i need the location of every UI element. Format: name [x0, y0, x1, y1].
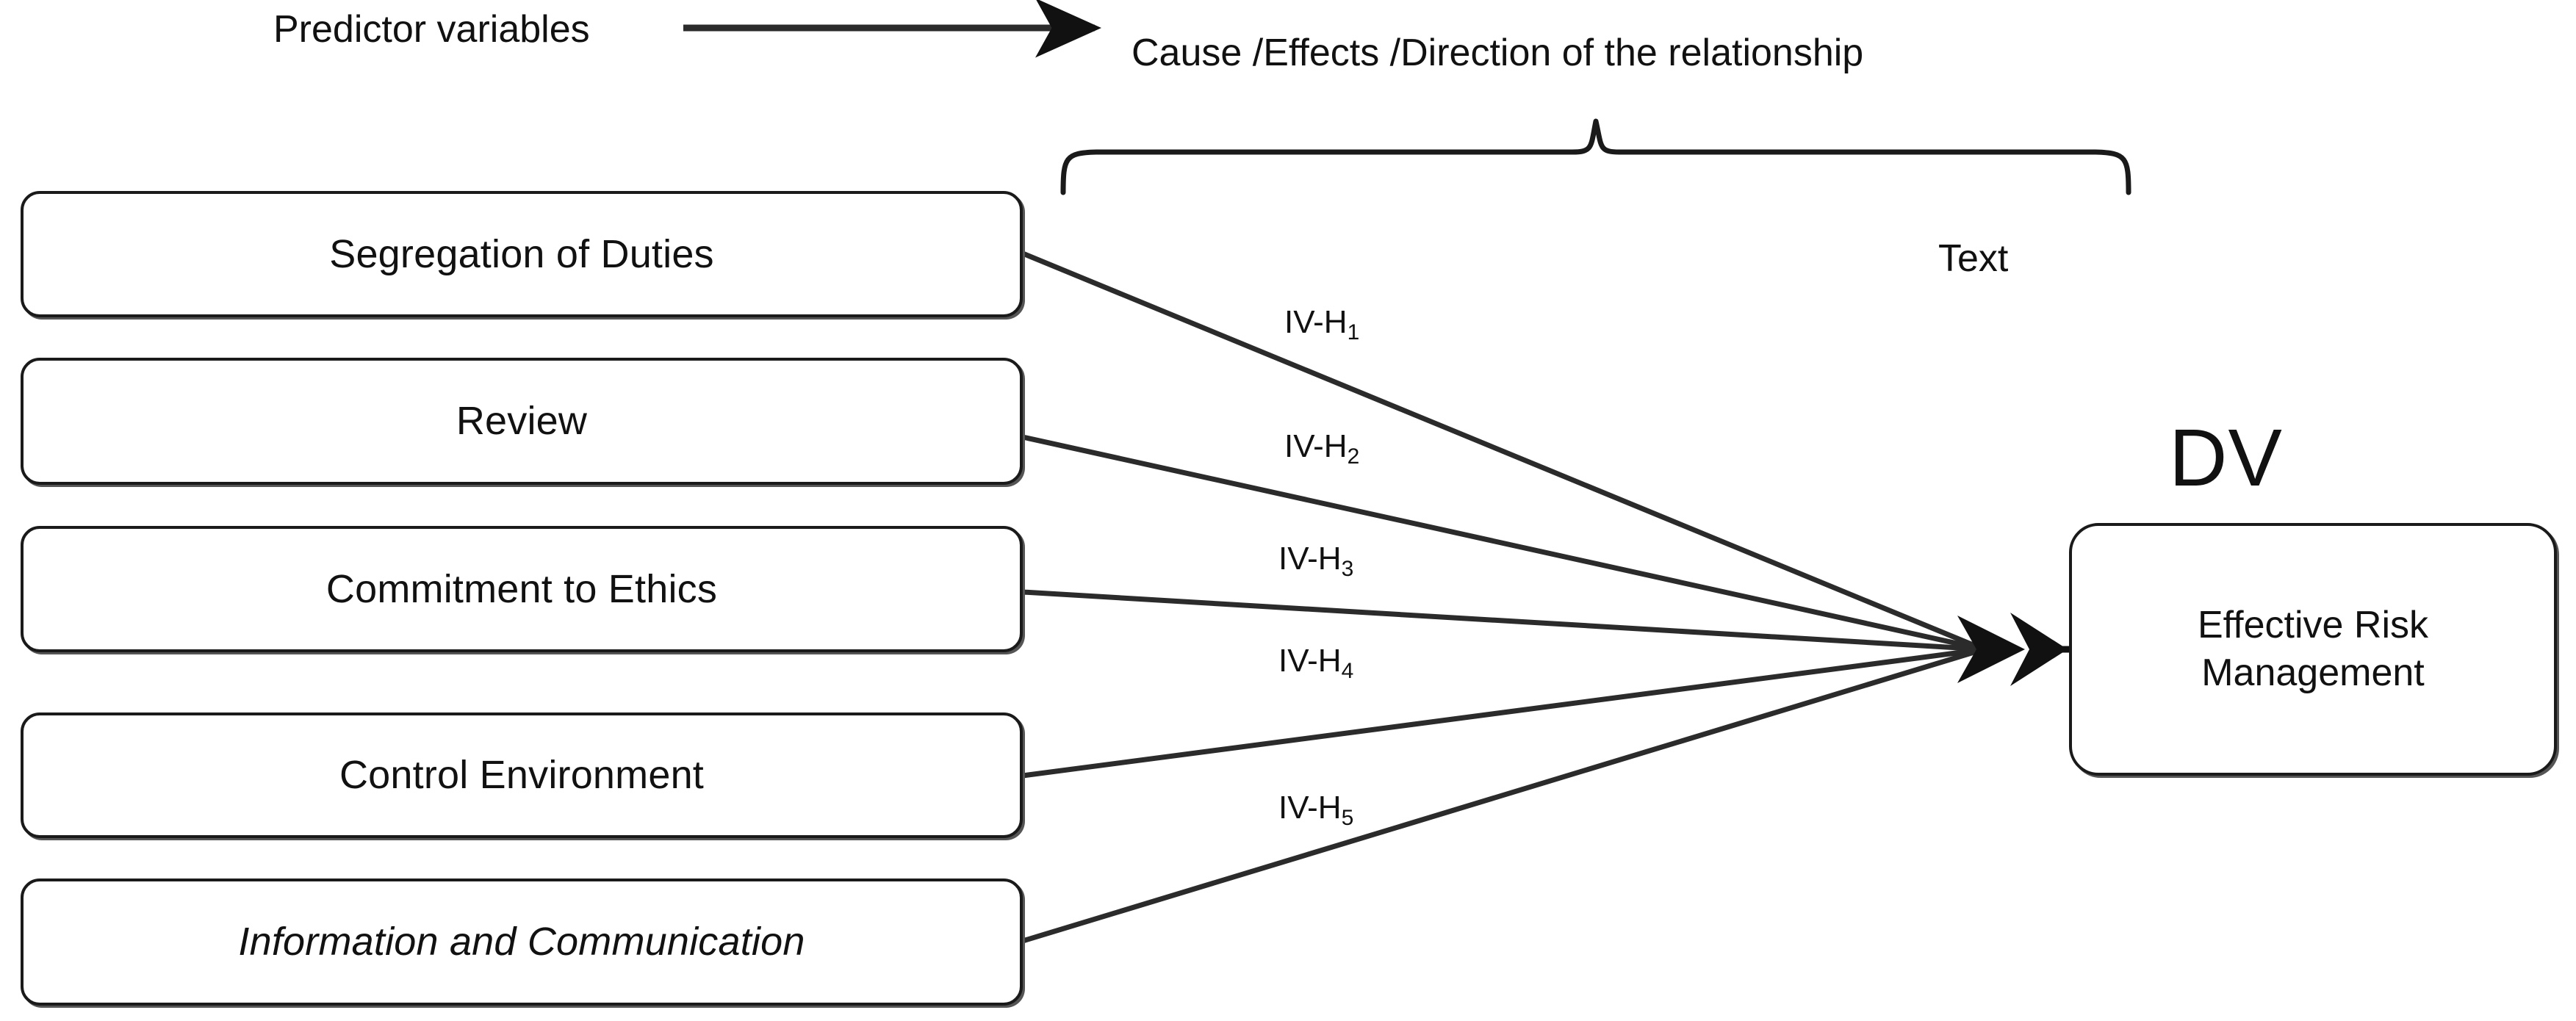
hypothesis-prefix: IV-H	[1278, 790, 1342, 826]
hypothesis-label-5: IV-H5	[1278, 790, 1353, 830]
dv-heading: DV	[2169, 413, 2283, 503]
dv-box-label-line2: Management	[2201, 652, 2425, 694]
iv-box-label: Review	[456, 399, 588, 444]
hypothesis-index: 2	[1347, 444, 1360, 469]
hypothesis-line-3	[1022, 589, 1985, 652]
hypothesis-prefix: IV-H	[1284, 304, 1348, 340]
iv-box-information-and-communication[interactable]: Information and Communication	[21, 879, 1023, 1006]
dv-arrowhead	[1957, 616, 2025, 683]
predictor-variables-label: Predictor variables	[273, 8, 590, 51]
iv-box-control-environment[interactable]: Control Environment	[21, 712, 1023, 838]
iv-box-label: Segregation of Duties	[329, 231, 714, 276]
iv-box-label: Commitment to Ethics	[325, 566, 718, 611]
dv-box-label-line1: Effective Risk	[2197, 604, 2429, 646]
hypothesis-index: 1	[1347, 320, 1360, 344]
dv-box-label: Effective Risk Management	[2198, 602, 2428, 697]
hypothesis-index: 3	[1341, 557, 1354, 581]
hypothesis-line-2	[1022, 434, 1985, 652]
iv-box-label: Information and Communication	[238, 920, 805, 964]
hypothesis-label-4: IV-H4	[1278, 643, 1353, 683]
cause-effects-direction-label: Cause /Effects /Direction of the relatio…	[1132, 32, 1864, 74]
hypothesis-prefix: IV-H	[1278, 643, 1342, 679]
hypothesis-line-1	[1021, 250, 1985, 652]
iv-box-review[interactable]: Review	[21, 358, 1023, 485]
hypothesis-index: 4	[1341, 659, 1354, 683]
hypothesis-line-4	[1022, 646, 1985, 779]
iv-box-segregation-of-duties[interactable]: Segregation of Duties	[21, 191, 1023, 317]
hypothesis-label-1: IV-H1	[1284, 304, 1360, 344]
relationship-brace	[1060, 118, 2131, 195]
dv-arrowhead-outer	[2010, 613, 2068, 686]
hypothesis-line-5	[1021, 646, 1985, 944]
hypothesis-label-2: IV-H2	[1284, 428, 1359, 469]
brace-caption-text: Text	[1938, 237, 2009, 280]
hypothesis-label-3: IV-H3	[1278, 541, 1353, 581]
dv-box-effective-risk-management[interactable]: Effective Risk Management	[2069, 523, 2557, 776]
hypothesis-prefix: IV-H	[1278, 541, 1342, 577]
iv-box-commitment-to-ethics[interactable]: Commitment to Ethics	[21, 526, 1023, 652]
iv-box-label: Control Environment	[339, 753, 705, 798]
hypothesis-prefix: IV-H	[1284, 428, 1348, 464]
hypothesis-index: 5	[1341, 806, 1354, 830]
